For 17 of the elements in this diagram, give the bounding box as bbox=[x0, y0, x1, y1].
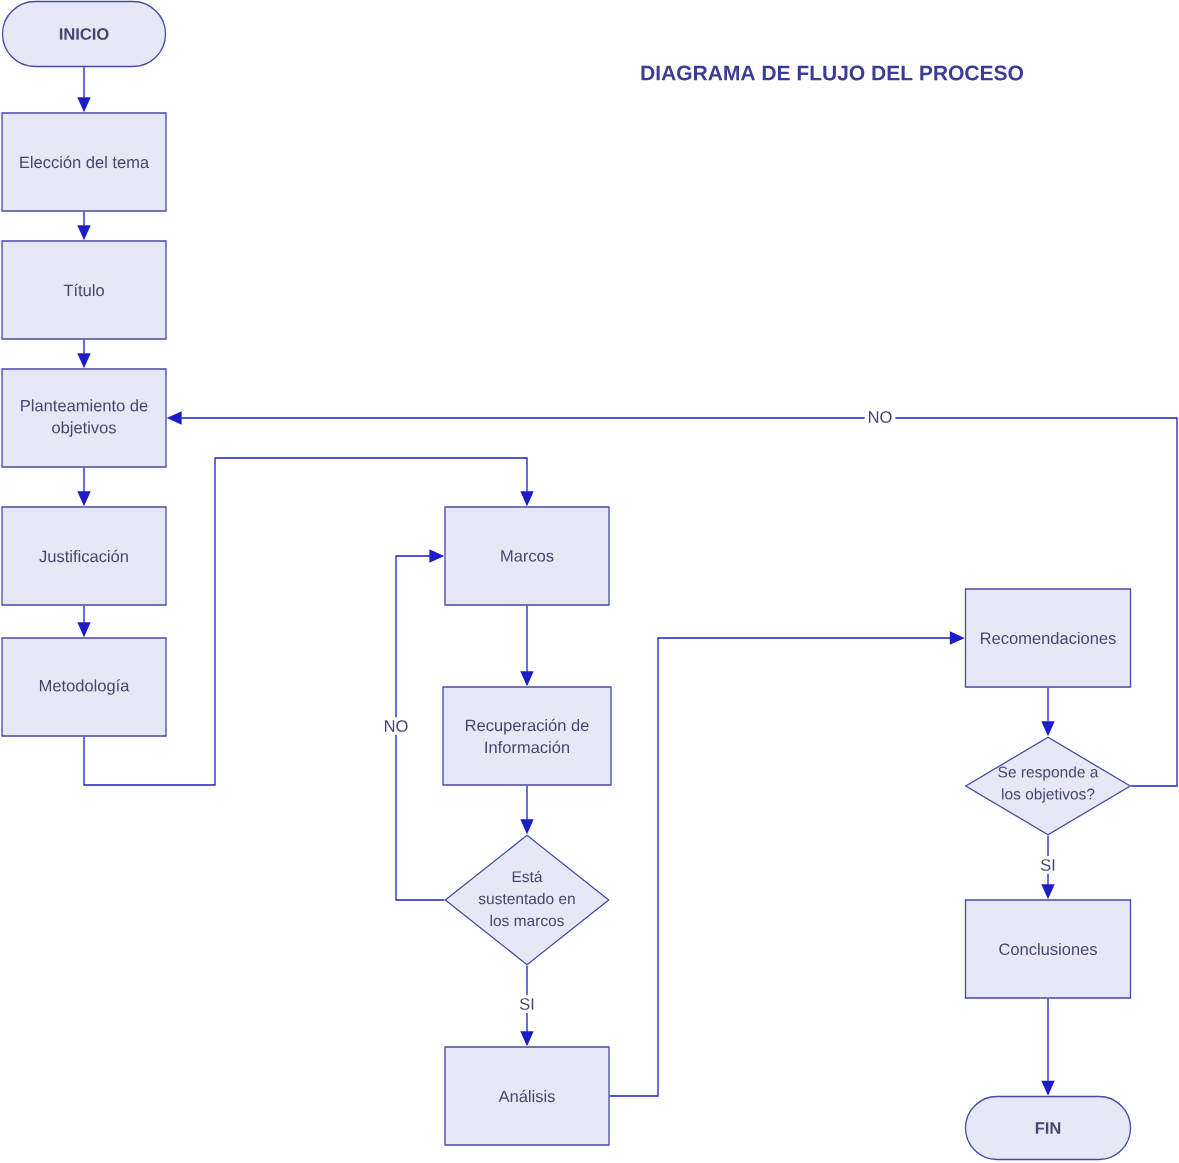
arrow bbox=[83, 457, 534, 786]
process-box: Título bbox=[1, 240, 167, 340]
process-box: Recomendaciones bbox=[964, 588, 1132, 688]
arrow bbox=[395, 549, 445, 901]
edge-label: SI bbox=[1037, 856, 1059, 874]
process-box: Conclusiones bbox=[964, 899, 1132, 999]
process-box: Análisis bbox=[444, 1046, 610, 1146]
process-box: Metodología bbox=[1, 637, 167, 737]
edge-label: NO bbox=[864, 408, 896, 426]
process-box: Planteamiento de objetivos bbox=[1, 368, 167, 468]
title: DIAGRAMA DE FLUJO DEL PROCESO bbox=[641, 65, 1023, 81]
edge-label: SI bbox=[516, 995, 538, 1013]
edge-label: NO bbox=[380, 717, 412, 735]
process-box: Marcos bbox=[444, 506, 610, 606]
process-box: Justificación bbox=[1, 506, 167, 606]
process-box: Elección del tema bbox=[1, 112, 167, 212]
process-box: Recuperación de Información bbox=[442, 686, 612, 786]
